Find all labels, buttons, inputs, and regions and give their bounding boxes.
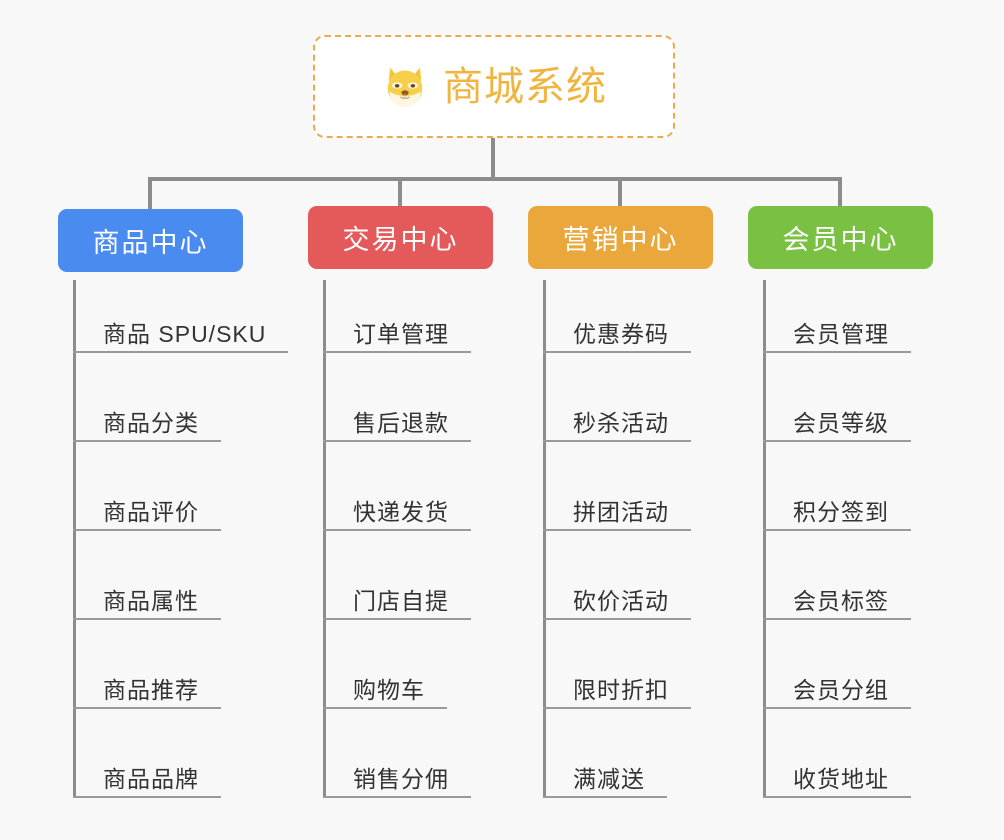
leaf-item-3[interactable]: 会员标签 [763,547,911,620]
category-header-label: 营销中心 [562,225,679,255]
column-spine [763,280,766,798]
leaf-item-label: 销售分佣 [353,765,449,792]
leaf-item-label: 商品推荐 [103,676,199,703]
leaf-item-3[interactable]: 商品属性 [73,547,221,620]
leaf-item-4[interactable]: 限时折扣 [543,636,691,709]
column-spine [323,280,326,798]
leaf-item-label: 商品品牌 [103,765,199,792]
root-node-title: 商城系统 [443,64,607,109]
leaf-item-1[interactable]: 商品分类 [73,369,221,442]
leaf-item-label: 满减送 [573,765,645,792]
root-node-mall-system[interactable]: 商城系统 [313,35,675,138]
leaf-item-1[interactable]: 会员等级 [763,369,911,442]
leaf-item-label: 积分签到 [793,498,889,525]
category-header-marketing-center[interactable]: 营销中心 [528,206,713,269]
column-spine [73,280,76,798]
leaf-item-2[interactable]: 拼团活动 [543,458,691,531]
leaf-item-label: 商品评价 [103,498,199,525]
leaf-item-5[interactable]: 满减送 [543,725,667,798]
leaf-item-3[interactable]: 砍价活动 [543,547,691,620]
leaf-item-label: 限时折扣 [573,676,669,703]
leaf-item-label: 拼团活动 [573,498,669,525]
leaf-item-2[interactable]: 积分签到 [763,458,911,531]
leaf-item-5[interactable]: 销售分佣 [323,725,471,798]
connector-drop-product-center [148,177,152,209]
connector-root-stem [491,138,495,180]
leaf-item-label: 秒杀活动 [573,409,669,436]
connector-drop-member-center [838,177,842,206]
leaf-item-4[interactable]: 会员分组 [763,636,911,709]
connector-drop-trade-center [398,177,402,206]
leaf-item-2[interactable]: 快递发货 [323,458,471,531]
leaf-item-label: 售后退款 [353,409,449,436]
category-header-trade-center[interactable]: 交易中心 [308,206,493,269]
leaf-item-5[interactable]: 收货地址 [763,725,911,798]
leaf-item-0[interactable]: 会员管理 [763,280,911,353]
category-header-product-center[interactable]: 商品中心 [58,209,243,272]
leaf-item-label: 购物车 [353,676,425,703]
leaf-item-label: 会员等级 [793,409,889,436]
shiba-dog-face-icon [387,67,423,107]
connector-horizontal-bus [150,177,842,181]
leaf-item-label: 商品 SPU/SKU [103,320,267,347]
leaf-item-label: 收货地址 [793,765,889,792]
leaf-item-label: 商品属性 [103,587,199,614]
column-spine [543,280,546,798]
connector-drop-marketing-center [618,177,622,206]
leaf-item-0[interactable]: 优惠券码 [543,280,691,353]
category-header-member-center[interactable]: 会员中心 [748,206,933,269]
leaf-item-3[interactable]: 门店自提 [323,547,471,620]
leaf-item-4[interactable]: 商品推荐 [73,636,221,709]
leaf-item-1[interactable]: 售后退款 [323,369,471,442]
category-header-label: 会员中心 [782,225,899,255]
leaf-item-label: 会员标签 [793,587,889,614]
leaf-item-label: 会员管理 [793,320,889,347]
leaf-item-label: 优惠券码 [573,320,669,347]
leaf-item-label: 商品分类 [103,409,199,436]
leaf-item-1[interactable]: 秒杀活动 [543,369,691,442]
category-header-label: 商品中心 [92,228,209,258]
leaf-item-label: 砍价活动 [573,587,669,614]
leaf-item-label: 会员分组 [793,676,889,703]
category-header-label: 交易中心 [342,225,459,255]
leaf-item-5[interactable]: 商品品牌 [73,725,221,798]
leaf-item-label: 快递发货 [353,498,449,525]
leaf-item-4[interactable]: 购物车 [323,636,447,709]
leaf-item-0[interactable]: 商品 SPU/SKU [73,280,289,353]
leaf-item-label: 订单管理 [353,320,449,347]
leaf-item-0[interactable]: 订单管理 [323,280,471,353]
leaf-item-label: 门店自提 [353,587,449,614]
leaf-item-2[interactable]: 商品评价 [73,458,221,531]
